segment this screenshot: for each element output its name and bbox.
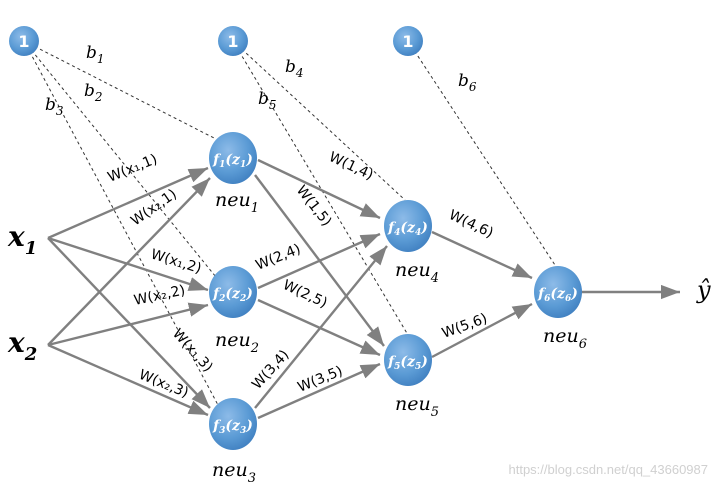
z-subscript: 1	[240, 160, 246, 170]
neuron-name-6: neu6	[543, 325, 587, 352]
input-x1: x1	[7, 220, 37, 259]
neuron-3: f3(z3)	[209, 398, 257, 450]
edge-n1-n4	[257, 158, 381, 220]
bias-line-b5	[232, 40, 409, 336]
f-subscript: 4	[394, 228, 400, 238]
neuron-name-2: neu2	[215, 329, 259, 356]
svg-text:f1(z1): f1(z1)	[212, 152, 253, 170]
f-subscript: 5	[394, 362, 400, 372]
neuron-name-3: neu3	[212, 459, 256, 486]
bias-connections	[23, 40, 556, 406]
z-subscript: 2	[239, 294, 246, 304]
weight-label-1-4: W(1,4)	[326, 149, 375, 183]
svg-text:f4(z4): f4(z4)	[387, 220, 428, 238]
weight-label-1-5: W(1,5)	[293, 183, 335, 230]
bias-label-b6: b6	[458, 71, 477, 94]
neuron-name-4: neu4	[395, 259, 439, 286]
z-subscript: 6	[565, 294, 572, 304]
bias-line-b2	[23, 40, 221, 283]
f-subscript: 1	[219, 160, 225, 170]
f-subscript: 3	[219, 426, 225, 436]
svg-text:f3(z3): f3(z3)	[212, 418, 253, 436]
edge-x2-n2	[47, 302, 209, 347]
bias-node-1: 1	[9, 26, 39, 56]
neuron-1: f1(z1)	[209, 132, 257, 184]
bias-node-label: 1	[18, 32, 29, 51]
svg-text:f2(z2): f2(z2)	[212, 286, 253, 304]
z-subscript: 4	[415, 228, 421, 238]
edge-n3-n4	[254, 245, 388, 409]
z-subscript: 5	[415, 362, 421, 372]
neuron-4: f4(z4)	[384, 200, 432, 252]
bias-node-2: 1	[218, 26, 248, 56]
edge-x1-n1	[47, 166, 209, 240]
edge-n2-n4	[257, 232, 381, 290]
edge-x1-n3	[47, 237, 211, 409]
weight-label-2-5: W(2,5)	[280, 277, 329, 311]
neuron-name-5: neu5	[395, 393, 439, 420]
bias-node-3: 1	[393, 26, 423, 56]
edge-n2-n5	[257, 298, 381, 357]
edge-n5-n6	[431, 302, 533, 359]
output-y-hat: ŷ	[696, 276, 711, 304]
bias-line-b4	[232, 40, 406, 201]
z-subscript: 3	[240, 426, 246, 436]
neuron-2: f2(z2)	[209, 266, 257, 318]
bias-line-b1	[23, 40, 215, 139]
edge-n3-n5	[257, 362, 381, 420]
bias-label-b5: b5	[258, 89, 277, 112]
f-subscript: 2	[218, 294, 225, 304]
bias-label-b2: b2	[84, 81, 103, 104]
weight-label-x2-2: W(x₂,2)	[133, 282, 187, 308]
weight-label-x1-3: W(x₁,3)	[169, 326, 216, 375]
weight-connections	[47, 158, 680, 420]
svg-text:f6(z6): f6(z6)	[537, 286, 578, 304]
neuron-5: f5(z5)	[384, 334, 432, 386]
svg-text:f5(z5): f5(z5)	[387, 354, 428, 372]
weight-label-2-4: W(2,4)	[254, 241, 304, 273]
watermark-text: https://blog.csdn.net/qq_43660987	[509, 462, 709, 477]
f-symbol: f	[212, 152, 222, 168]
bias-line-b3	[23, 40, 219, 406]
neuron-6: f6(z6)	[534, 266, 582, 318]
bias-label-b4: b4	[285, 57, 304, 80]
edge-x2-n1	[47, 177, 211, 346]
edge-n4-n6	[431, 230, 533, 280]
input-x2: x2	[7, 326, 37, 365]
neuron-name-1: neu1	[215, 189, 259, 216]
bias-node-label: 1	[402, 32, 413, 51]
bias-label-b1: b1	[86, 43, 105, 66]
f-subscript: 6	[544, 294, 551, 304]
weight-label-4-6: W(4,6)	[446, 207, 495, 241]
bias-line-b6	[407, 40, 556, 266]
weight-label-5-6: W(5,6)	[440, 311, 490, 342]
bias-node-label: 1	[227, 32, 238, 51]
bias-label-b3: b3	[45, 95, 64, 118]
weight-label-x1-1: W(x₁,1)	[106, 151, 160, 185]
edge-x2-n3	[47, 343, 209, 417]
